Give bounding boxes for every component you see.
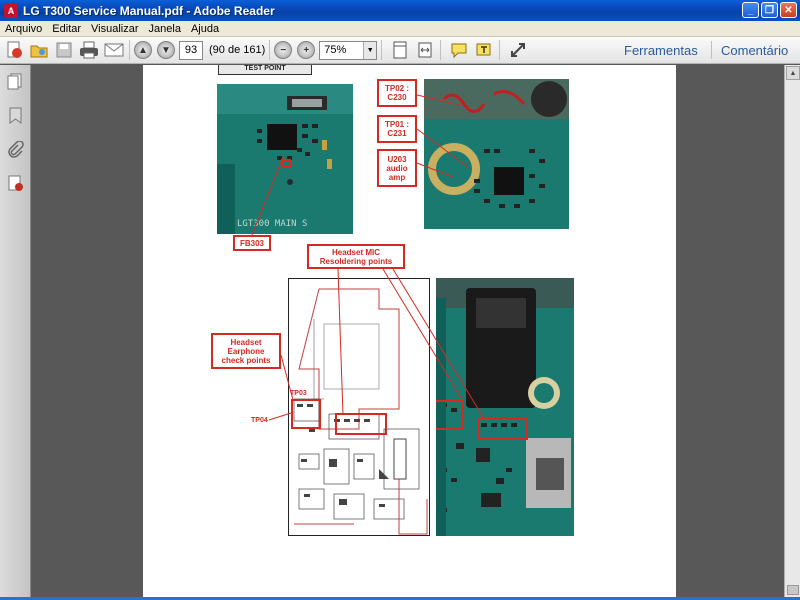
headset-earphone-label: Headset Earphone check points bbox=[211, 333, 281, 369]
comment-bubble-icon bbox=[451, 43, 467, 59]
menu-janela[interactable]: Janela bbox=[148, 22, 181, 35]
mic-resolder-marker-left bbox=[436, 400, 464, 430]
fit-page-button[interactable] bbox=[389, 39, 411, 61]
board-layout-diagram bbox=[288, 278, 430, 536]
printer-icon bbox=[80, 41, 98, 59]
document-view[interactable]: TEST POINT LGT300 MA bbox=[32, 65, 784, 597]
arrow-down-icon: ▼ bbox=[161, 44, 171, 56]
title-bar: A LG T300 Service Manual.pdf - Adobe Rea… bbox=[0, 0, 800, 21]
open-button[interactable] bbox=[28, 39, 50, 61]
fit-width-button[interactable] bbox=[414, 39, 436, 61]
page-number-input[interactable]: 93 bbox=[179, 40, 203, 60]
test-point-header: TEST POINT bbox=[218, 65, 312, 75]
window-controls: _ ❐ ✕ bbox=[742, 2, 797, 18]
adobe-reader-icon: A bbox=[4, 3, 18, 18]
menu-bar: Arquivo Editar Visualizar Janela Ajuda bbox=[0, 21, 800, 37]
menu-visualizar[interactable]: Visualizar bbox=[91, 22, 139, 35]
sticky-note-button[interactable] bbox=[448, 39, 470, 61]
fit-page-icon bbox=[393, 41, 407, 59]
toolbar-separator bbox=[269, 40, 271, 60]
headset-mic-label: Headset MIC Resoldering points bbox=[307, 244, 405, 269]
zoom-value: 75% bbox=[324, 44, 347, 56]
toolbar-separator bbox=[381, 40, 383, 60]
email-button[interactable] bbox=[103, 39, 125, 61]
zoom-in-button[interactable]: + bbox=[297, 41, 316, 59]
u203-label: U203 audio amp bbox=[377, 149, 417, 187]
scroll-thumb[interactable] bbox=[787, 585, 799, 595]
fullscreen-button[interactable] bbox=[507, 39, 529, 61]
taskbar-edge bbox=[0, 597, 800, 600]
page-count: (90 de 161) bbox=[209, 44, 266, 56]
menu-editar[interactable]: Editar bbox=[52, 22, 82, 35]
save-button[interactable] bbox=[53, 39, 75, 61]
signature-icon[interactable] bbox=[7, 175, 24, 192]
toolbar-separator bbox=[711, 41, 712, 59]
menu-ajuda[interactable]: Ajuda bbox=[190, 22, 220, 35]
tp02-label: TP02 : C230 bbox=[377, 79, 417, 107]
toolbar-separator bbox=[440, 40, 442, 60]
mic-resolder-marker-right bbox=[478, 418, 528, 440]
zoom-out-button[interactable]: − bbox=[274, 41, 293, 59]
next-page-button[interactable]: ▼ bbox=[157, 41, 175, 59]
menu-arquivo[interactable]: Arquivo bbox=[5, 22, 43, 35]
tools-panel-link[interactable]: Ferramentas bbox=[624, 43, 698, 58]
tp01-label: TP01 : C231 bbox=[377, 115, 417, 143]
restore-button[interactable]: ❐ bbox=[761, 2, 778, 18]
mic-resolder-marker-layout bbox=[335, 413, 387, 435]
pages-icon[interactable] bbox=[7, 73, 24, 90]
minus-icon: − bbox=[280, 44, 287, 56]
vertical-scrollbar[interactable]: ▲ bbox=[784, 65, 800, 597]
board-photo-bottom-right bbox=[436, 278, 574, 536]
toolbar: ▲ ▼ 93 (90 de 161) − + 75% ▼ Ferramentas… bbox=[0, 37, 800, 64]
navigation-panel bbox=[0, 65, 31, 597]
fb303-label: FB303 bbox=[233, 235, 271, 251]
chevron-down-icon[interactable]: ▼ bbox=[363, 41, 377, 59]
scroll-up-button[interactable]: ▲ bbox=[786, 66, 800, 80]
zoom-select[interactable]: 75% ▼ bbox=[319, 40, 378, 60]
expand-icon bbox=[511, 43, 526, 57]
board-photo-top-left: LGT300 MAIN S bbox=[217, 84, 353, 234]
pcb-top-right-image bbox=[424, 79, 569, 229]
pcb-top-left-image: LGT300 MAIN S bbox=[217, 84, 353, 234]
open-folder-icon bbox=[30, 45, 48, 58]
board-photo-top-right bbox=[424, 79, 569, 229]
attachment-icon[interactable] bbox=[7, 141, 24, 158]
bookmark-icon[interactable] bbox=[7, 107, 24, 124]
fit-width-icon bbox=[418, 42, 432, 58]
toolbar-separator bbox=[129, 40, 130, 60]
earphone-check-marker bbox=[291, 399, 321, 429]
comment-panel-link[interactable]: Comentário bbox=[721, 43, 789, 58]
previous-page-button[interactable]: ▲ bbox=[134, 41, 152, 59]
tp04-label: TP04 bbox=[251, 417, 268, 424]
create-pdf-button[interactable] bbox=[3, 39, 25, 61]
close-button[interactable]: ✕ bbox=[780, 2, 797, 18]
fb303-marker bbox=[281, 159, 291, 167]
print-button[interactable] bbox=[78, 39, 100, 61]
toolbar-separator bbox=[499, 40, 501, 60]
plus-icon: + bbox=[303, 44, 310, 56]
arrow-up-icon: ▲ bbox=[138, 44, 148, 56]
highlighter-icon bbox=[476, 43, 491, 56]
create-pdf-icon bbox=[7, 41, 22, 58]
tp03-label: TP03 bbox=[290, 390, 307, 397]
save-icon bbox=[56, 42, 72, 58]
minimize-button[interactable]: _ bbox=[742, 2, 759, 18]
window-title: LG T300 Service Manual.pdf - Adobe Reade… bbox=[23, 3, 275, 18]
pdf-page: TEST POINT LGT300 MA bbox=[143, 65, 676, 597]
highlight-button[interactable] bbox=[473, 39, 495, 61]
board-silkscreen-text: LGT300 MAIN S bbox=[237, 219, 307, 229]
envelope-icon bbox=[104, 43, 124, 57]
